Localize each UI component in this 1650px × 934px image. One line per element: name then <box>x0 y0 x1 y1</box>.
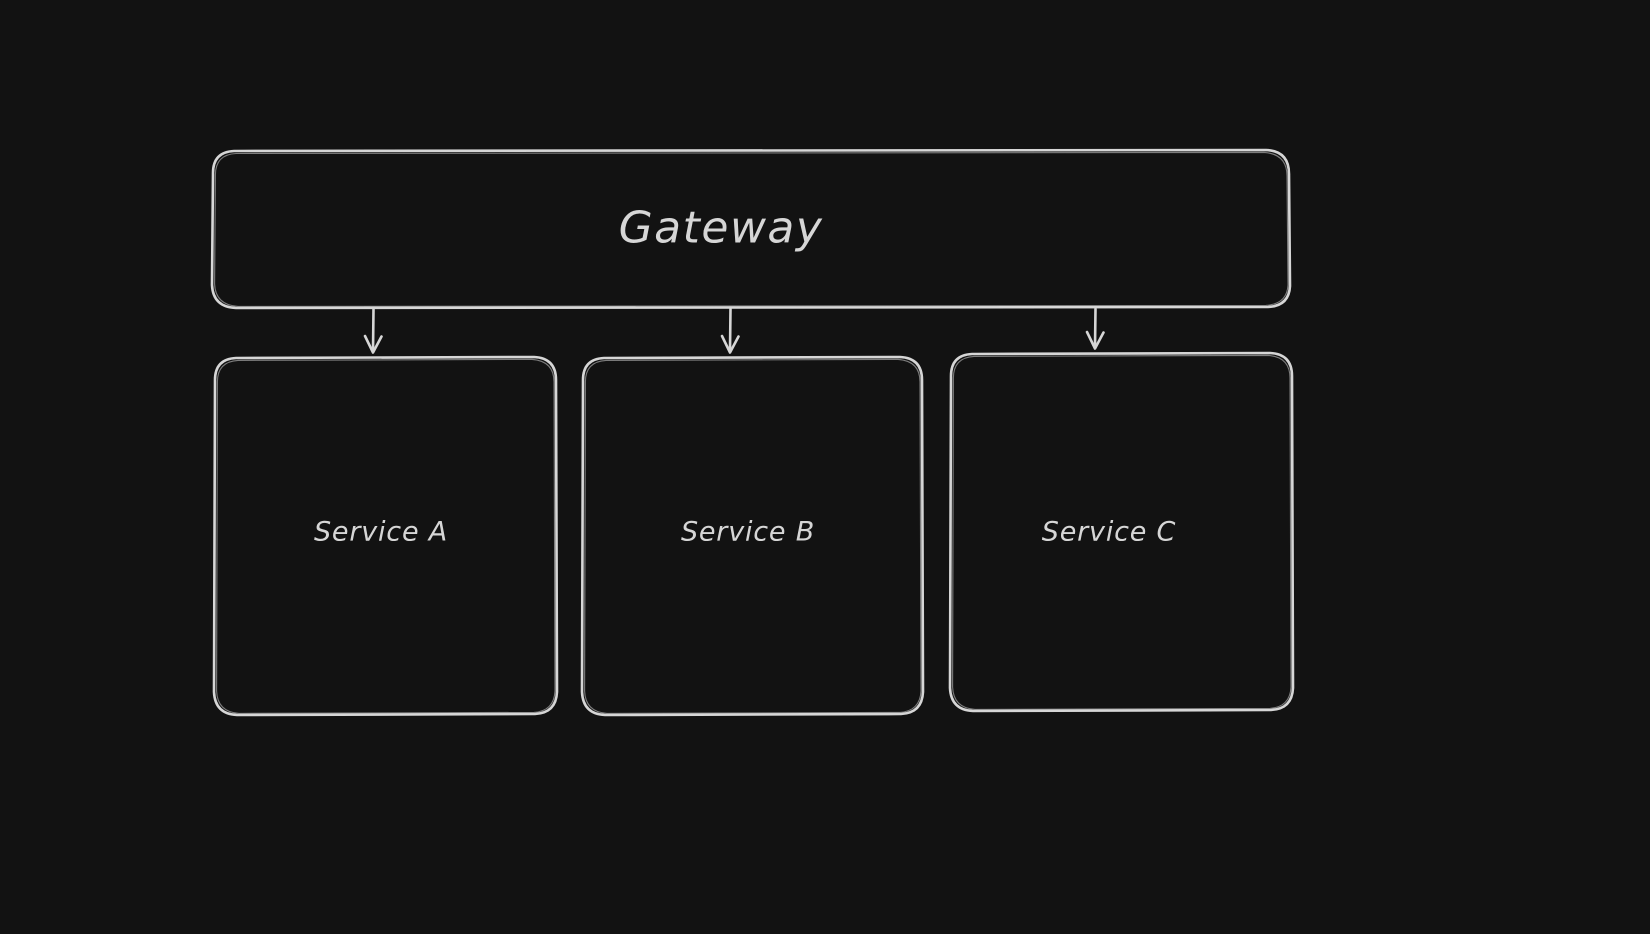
edge-gateway-service-a[interactable] <box>363 307 383 354</box>
edge-gateway-service-c-line <box>1093 307 1097 349</box>
node-label-service-b: Service B <box>680 516 816 548</box>
node-label-service-c: Service C <box>1041 516 1177 548</box>
node-label-gateway: Gateway <box>618 202 824 254</box>
edge-gateway-service-b-line <box>728 307 732 353</box>
service-c-box-sketch-overlay <box>952 354 1292 710</box>
node-label-service-a: Service A <box>313 516 449 548</box>
service-c-box-outline <box>948 351 1295 713</box>
node-service-c[interactable] <box>948 351 1295 713</box>
edge-gateway-service-b-arrowhead <box>720 334 740 354</box>
service-a-box-outline <box>212 355 559 717</box>
gateway-box-sketch-overlay <box>214 151 1289 307</box>
edge-gateway-service-c-arrowhead <box>1085 330 1105 350</box>
edge-gateway-service-a-arrowhead <box>363 334 383 354</box>
service-a-box-sketch-overlay <box>216 358 556 714</box>
service-b-box-sketch-overlay <box>584 358 922 714</box>
node-service-b[interactable] <box>580 355 925 717</box>
edge-gateway-service-a-line <box>371 307 375 353</box>
edge-gateway-service-b[interactable] <box>720 307 740 354</box>
node-gateway[interactable] <box>210 148 1292 310</box>
gateway-box-outline <box>210 148 1292 310</box>
node-service-a[interactable] <box>212 355 559 717</box>
edge-gateway-service-c[interactable] <box>1085 307 1105 350</box>
service-b-box-outline <box>580 355 925 717</box>
